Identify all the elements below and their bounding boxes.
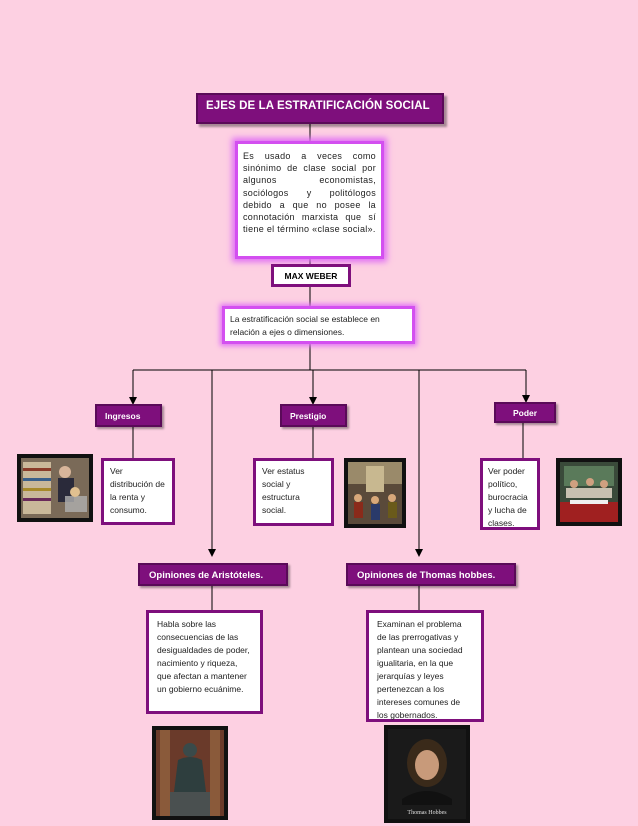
- arrow-aristoteles: [208, 549, 216, 557]
- definition-box: Es usado a veces como sinónimo de clase …: [235, 141, 384, 259]
- aristoteles-description: Habla sobre las consecuencias de las des…: [146, 610, 263, 714]
- ingresos-photo: [17, 454, 93, 522]
- hobbes-photo: Thomas Hobbes: [384, 725, 470, 823]
- prestigio-description: Ver estatus social y estructura social.: [253, 458, 334, 526]
- arrow-hobbes: [415, 549, 423, 557]
- hobbes-photo-caption: Thomas Hobbes: [407, 810, 447, 816]
- author-box: MAX WEBER: [271, 264, 351, 287]
- prestigio-photo: [344, 458, 406, 528]
- poder-photo: [556, 458, 622, 526]
- diagram-title: EJES DE LA ESTRATIFICACIÓN SOCIAL: [196, 93, 444, 124]
- ingresos-label: Ingresos: [95, 404, 162, 427]
- aristoteles-photo: [152, 726, 228, 820]
- aristoteles-label: Opiniones de Aristóteles.: [138, 563, 288, 586]
- hobbes-label: Opiniones de Thomas hobbes.: [346, 563, 516, 586]
- poder-description: Ver poder político, burocracia y lucha d…: [480, 458, 540, 530]
- poder-label: Poder: [494, 402, 556, 423]
- hobbes-description: Examinan el problema de las prerrogativa…: [366, 610, 484, 722]
- arrow-poder: [522, 395, 530, 403]
- arrow-prestigio: [309, 397, 317, 405]
- prestigio-label: Prestigio: [280, 404, 347, 427]
- ingresos-description: Ver distribución de la renta y consumo.: [101, 458, 175, 525]
- arrow-ingresos: [129, 397, 137, 405]
- estratificacion-box: La estratificación social se establece e…: [222, 306, 415, 344]
